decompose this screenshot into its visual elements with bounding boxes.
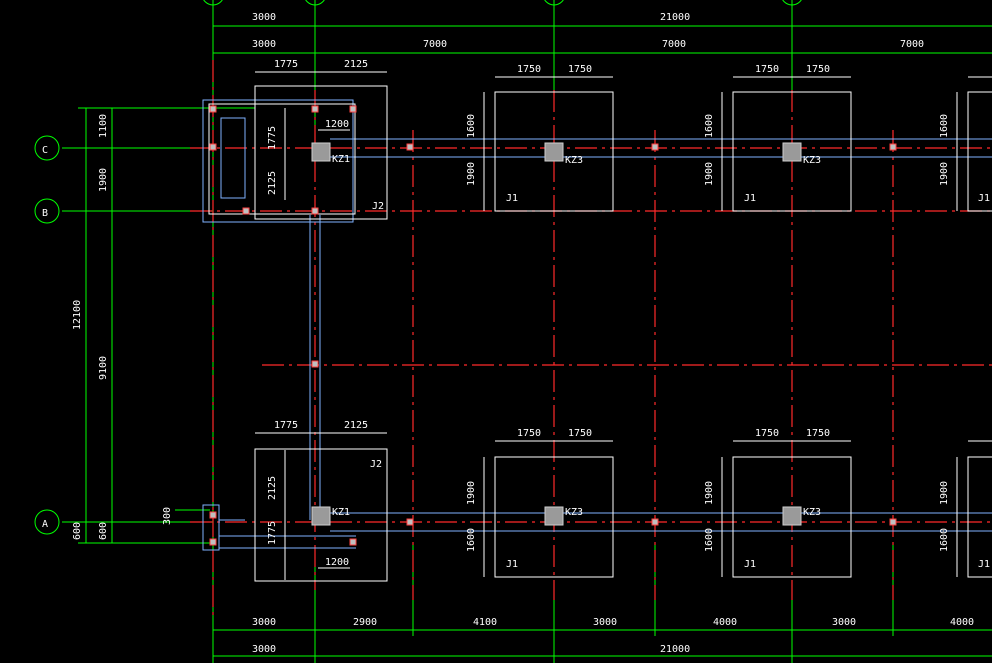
j1t2-dim-l: 1750 bbox=[755, 64, 779, 75]
column-kz1-lower bbox=[311, 506, 331, 526]
j2u-dim-left: 1775 bbox=[274, 59, 298, 70]
j2l-dim-left: 1775 bbox=[274, 420, 298, 431]
axis-bubble-c: C bbox=[34, 135, 60, 161]
j1b2-dim-vt: 1900 bbox=[704, 481, 715, 505]
j2u-dim-vtop: 1775 bbox=[267, 126, 278, 150]
footing-j1-top-1 bbox=[483, 76, 614, 212]
column-kz3-bot-2 bbox=[782, 506, 802, 526]
j1t3-label: J1 bbox=[978, 193, 990, 204]
j1b1-dim-l: 1750 bbox=[517, 428, 541, 439]
j2l-label: J2 bbox=[370, 459, 382, 470]
footing-j2-upper bbox=[208, 71, 388, 220]
kz3-top1-label: KZ3 bbox=[565, 155, 583, 166]
j1t1-dim-vb: 1900 bbox=[466, 162, 477, 186]
j1t2-dim-r: 1750 bbox=[806, 64, 830, 75]
column-kz3-bot-1 bbox=[544, 506, 564, 526]
j2u-dim-inner: 1200 bbox=[325, 119, 349, 130]
dim-bot-1a: 3000 bbox=[252, 617, 276, 628]
dim-bot-total: 21000 bbox=[660, 644, 690, 655]
kz3-bot2-label: KZ3 bbox=[803, 507, 821, 518]
j1b2-dim-r: 1750 bbox=[806, 428, 830, 439]
j1t3-dim-vb: 1900 bbox=[939, 162, 950, 186]
j2u-label: J2 bbox=[372, 201, 384, 212]
j2u-dim-right: 2125 bbox=[344, 59, 368, 70]
j2l-dim-vbot: 1775 bbox=[267, 521, 278, 545]
axis-label-c: C bbox=[42, 145, 48, 156]
footing-j1-bot-1 bbox=[483, 440, 614, 578]
kz3-top2-label: KZ3 bbox=[803, 155, 821, 166]
j1t3-dim-vt: 1600 bbox=[939, 114, 950, 138]
kz1-upper-label: KZ1 bbox=[332, 154, 350, 165]
dim-left-600a: 600 bbox=[72, 522, 83, 540]
dim-left-600b: 600 bbox=[98, 522, 109, 540]
column-kz3-top-2 bbox=[782, 142, 802, 162]
axis-bubble-a: A bbox=[34, 509, 60, 535]
axis-label-b: B bbox=[42, 208, 48, 219]
dim-left-1900: 1900 bbox=[98, 168, 109, 192]
j1b3-label: J1 bbox=[978, 559, 990, 570]
j1t1-dim-r: 1750 bbox=[568, 64, 592, 75]
footing-j1-top-3 bbox=[956, 76, 992, 212]
dim-bot-1f: 3000 bbox=[832, 617, 856, 628]
j2u-dim-vbot: 2125 bbox=[267, 171, 278, 195]
left-dimension-lines bbox=[62, 107, 255, 544]
beam-lines bbox=[202, 99, 992, 551]
footing-j1-bot-2 bbox=[721, 440, 852, 578]
column-kz1-upper bbox=[311, 142, 331, 162]
dim-left-9100: 9100 bbox=[98, 356, 109, 380]
dim-top-1a: 3000 bbox=[252, 12, 276, 23]
j1b3-dim-vb: 1600 bbox=[939, 528, 950, 552]
dim-bot-1c: 4100 bbox=[473, 617, 497, 628]
dim-top-2b: 7000 bbox=[423, 39, 447, 50]
column-kz3-top-1 bbox=[544, 142, 564, 162]
footing-j1-top-2 bbox=[721, 76, 852, 212]
dim-top-2d: 7000 bbox=[900, 39, 924, 50]
dim-left-1100: 1100 bbox=[98, 114, 109, 138]
j1t1-label: J1 bbox=[506, 193, 518, 204]
j1b2-label: J1 bbox=[744, 559, 756, 570]
footing-j1-bot-3 bbox=[956, 440, 992, 578]
dim-top-2c: 7000 bbox=[662, 39, 686, 50]
axis-bubble-b: B bbox=[34, 198, 60, 224]
j1t1-dim-l: 1750 bbox=[517, 64, 541, 75]
dim-bot-1d: 3000 bbox=[593, 617, 617, 628]
dim-bot-2a: 3000 bbox=[252, 644, 276, 655]
j1t2-dim-vb: 1900 bbox=[704, 162, 715, 186]
j1b2-dim-l: 1750 bbox=[755, 428, 779, 439]
kz3-bot1-label: KZ3 bbox=[565, 507, 583, 518]
post-markers bbox=[209, 105, 897, 546]
dim-top-total: 21000 bbox=[660, 12, 690, 23]
footing-j2-lower bbox=[254, 432, 388, 582]
j2l-dim-right: 2125 bbox=[344, 420, 368, 431]
dim-left-300: 300 bbox=[162, 507, 173, 525]
j1b1-dim-vt: 1900 bbox=[466, 481, 477, 505]
j1b1-dim-r: 1750 bbox=[568, 428, 592, 439]
j1t2-label: J1 bbox=[744, 193, 756, 204]
dim-top-2a: 3000 bbox=[252, 39, 276, 50]
j1t1-dim-vt: 1600 bbox=[466, 114, 477, 138]
dim-bot-1b: 2900 bbox=[353, 617, 377, 628]
kz1-lower-label: KZ1 bbox=[332, 507, 350, 518]
j1b1-label: J1 bbox=[506, 559, 518, 570]
j1b1-dim-vb: 1600 bbox=[466, 528, 477, 552]
dim-bot-1e: 4000 bbox=[713, 617, 737, 628]
j2l-dim-inner: 1200 bbox=[325, 557, 349, 568]
dim-bot-1g: 4000 bbox=[950, 617, 974, 628]
j1b3-dim-vt: 1900 bbox=[939, 481, 950, 505]
j1t2-dim-vt: 1600 bbox=[704, 114, 715, 138]
dim-left-total: 12100 bbox=[72, 300, 83, 330]
j1b2-dim-vb: 1600 bbox=[704, 528, 715, 552]
j2l-dim-vtop: 2125 bbox=[267, 476, 278, 500]
axis-label-a: A bbox=[42, 519, 48, 530]
